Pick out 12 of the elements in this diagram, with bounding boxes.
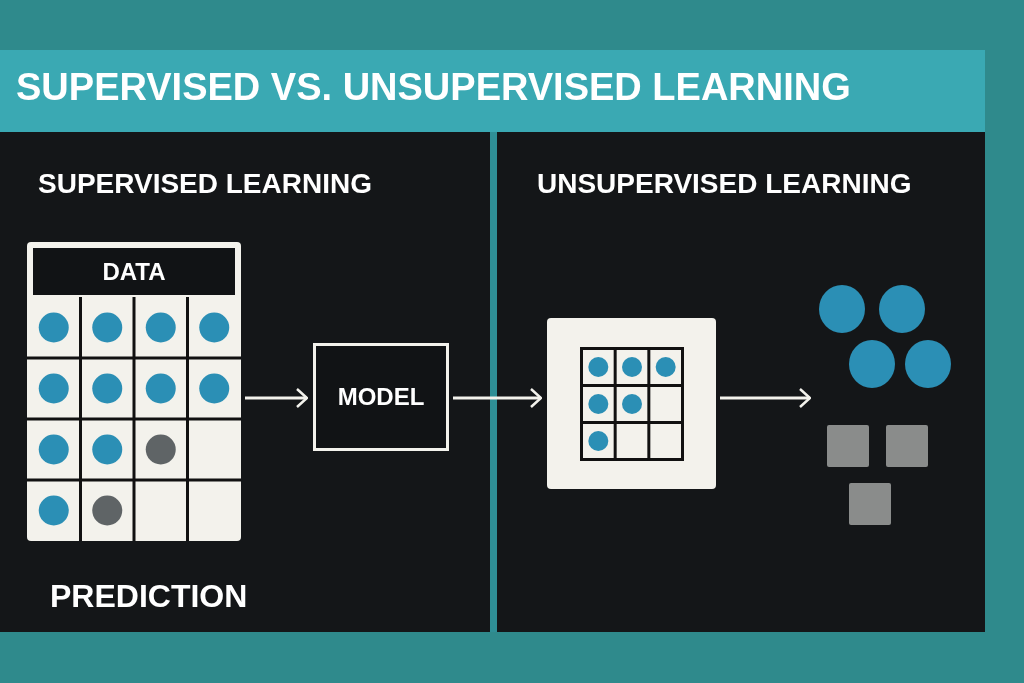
box-label: MODEL — [337, 382, 425, 412]
arrow — [720, 387, 812, 409]
section-label: UNSUPERVISED LEARNING — [537, 167, 912, 201]
data-table — [27, 242, 241, 541]
diagram-title: SUPERVISED VS. UNSUPERVISED LEARNING — [16, 68, 851, 106]
arrow — [453, 387, 543, 409]
arrow — [245, 387, 309, 409]
table-header: DATA — [33, 248, 235, 295]
grid-card — [547, 318, 716, 489]
section-label: SUPERVISED LEARNING — [38, 167, 372, 201]
process-box — [313, 343, 449, 451]
section-label: PREDICTION — [50, 577, 248, 616]
